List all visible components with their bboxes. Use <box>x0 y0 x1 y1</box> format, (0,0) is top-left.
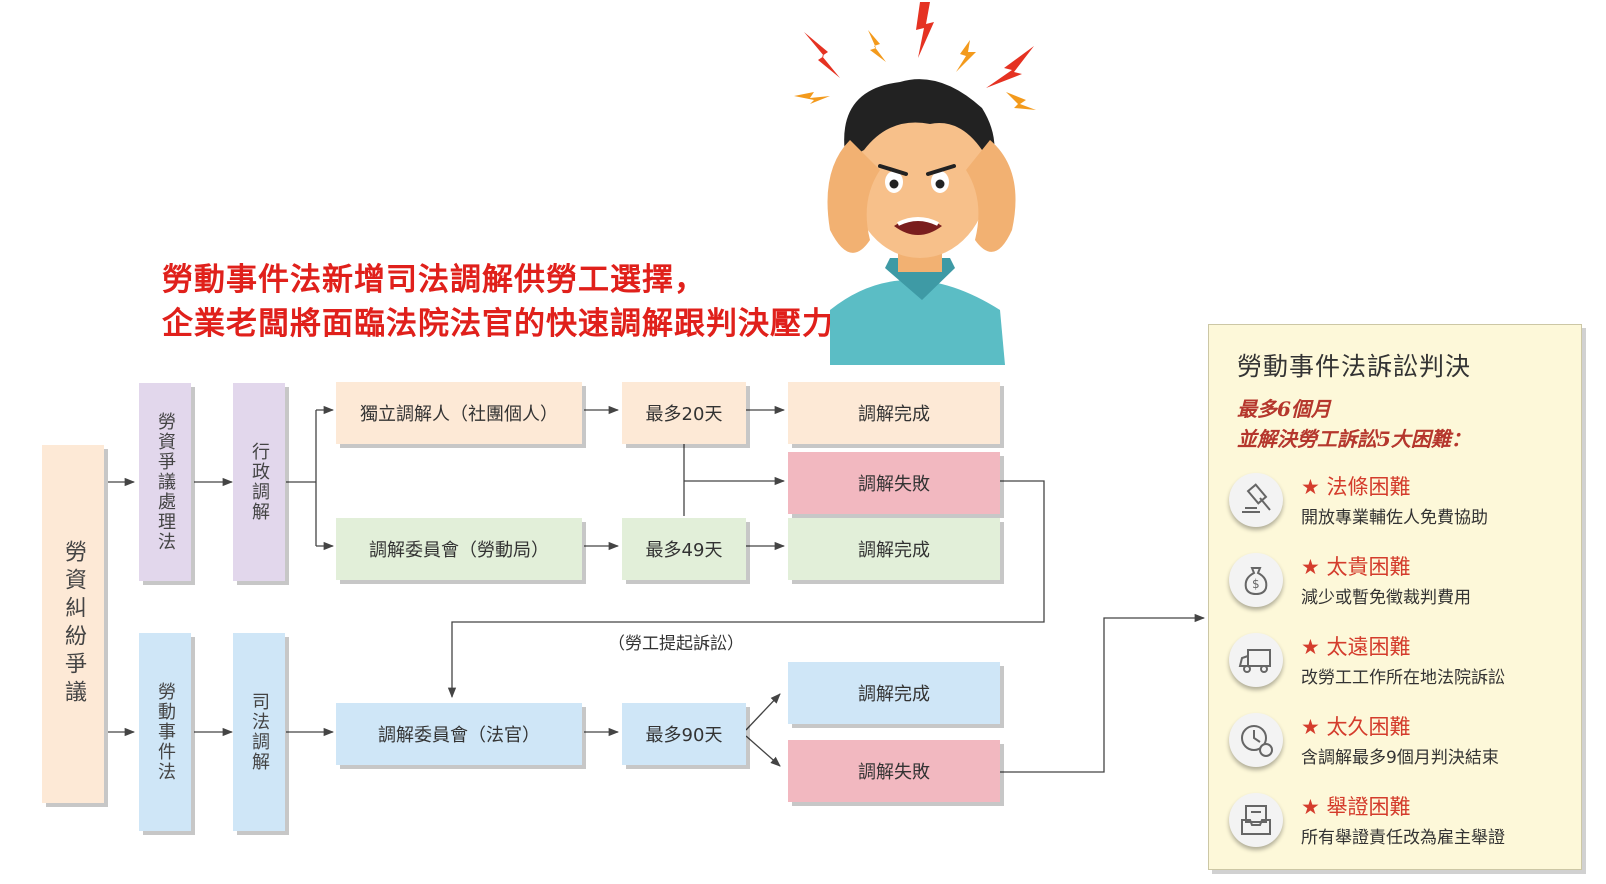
clock-24h-icon <box>1229 713 1283 767</box>
admin-fail-box: 調解失敗 <box>788 452 1000 514</box>
judicial-method-box: 司法調解 <box>233 633 285 831</box>
admin-law-box: 勞資爭議處理法 <box>139 383 191 581</box>
admin-method-box: 行政調解 <box>233 383 285 581</box>
judicial-fail-box: 調解失敗 <box>788 740 1000 802</box>
root-labor-dispute: 勞資糾紛爭議 <box>42 445 104 803</box>
difficulty-item: ★ 太久困難 含調解最多9個月判決結束 <box>1229 709 1579 771</box>
document-tray-icon <box>1229 793 1283 847</box>
lawsuit-judgment-panel: 勞動事件法訴訟判決 最多6個月 並解決勞工訴訟5大困難： ★ 法條困難 開放專業… <box>1208 324 1582 870</box>
headline-line-2: 企業老闆將面臨法院法官的快速調解跟判決壓力 <box>162 306 834 342</box>
gavel-icon <box>1229 473 1283 527</box>
lawsuit-note: （勞工提起訴訟） <box>608 634 744 654</box>
judge-committee-box: 調解委員會（法官） <box>336 703 582 765</box>
difficulty-item: ★ 舉證困難 所有舉證責任改為雇主舉證 <box>1229 789 1579 851</box>
labor-bureau-committee-box: 調解委員會（勞動局） <box>336 518 582 580</box>
svg-text:$: $ <box>1252 577 1260 591</box>
stressed-man-illustration <box>794 2 1036 365</box>
route2-success-box: 調解完成 <box>788 518 1000 580</box>
money-bag-icon: $ <box>1229 553 1283 607</box>
judicial-success-box: 調解完成 <box>788 662 1000 724</box>
route1-time-box: 最多20天 <box>622 382 746 444</box>
panel-title: 勞動事件法訴訟判決 <box>1237 352 1472 381</box>
difficulty-item: $ ★ 太貴困難 減少或暫免徵裁判費用 <box>1229 549 1579 611</box>
judicial-time-box: 最多90天 <box>622 703 746 765</box>
difficulty-item: ★ 法條困難 開放專業輔佐人免費協助 <box>1229 469 1579 531</box>
difficulty-item: ★ 太遠困難 改勞工工作所在地法院訴訟 <box>1229 629 1579 691</box>
headline-line-1: 勞動事件法新增司法調解供勞工選擇， <box>162 262 706 298</box>
route2-time-box: 最多49天 <box>622 518 746 580</box>
judicial-law-box: 勞動事件法 <box>139 633 191 831</box>
stress-lightning-icon <box>794 2 1036 110</box>
man-figure <box>827 79 1016 365</box>
panel-subtitle-2: 並解決勞工訴訟5大困難： <box>1237 427 1471 451</box>
independent-mediator-box: 獨立調解人（社團個人） <box>336 382 582 444</box>
truck-icon <box>1229 633 1283 687</box>
panel-subtitle-1: 最多6個月 <box>1237 397 1331 421</box>
route1-success-box: 調解完成 <box>788 382 1000 444</box>
